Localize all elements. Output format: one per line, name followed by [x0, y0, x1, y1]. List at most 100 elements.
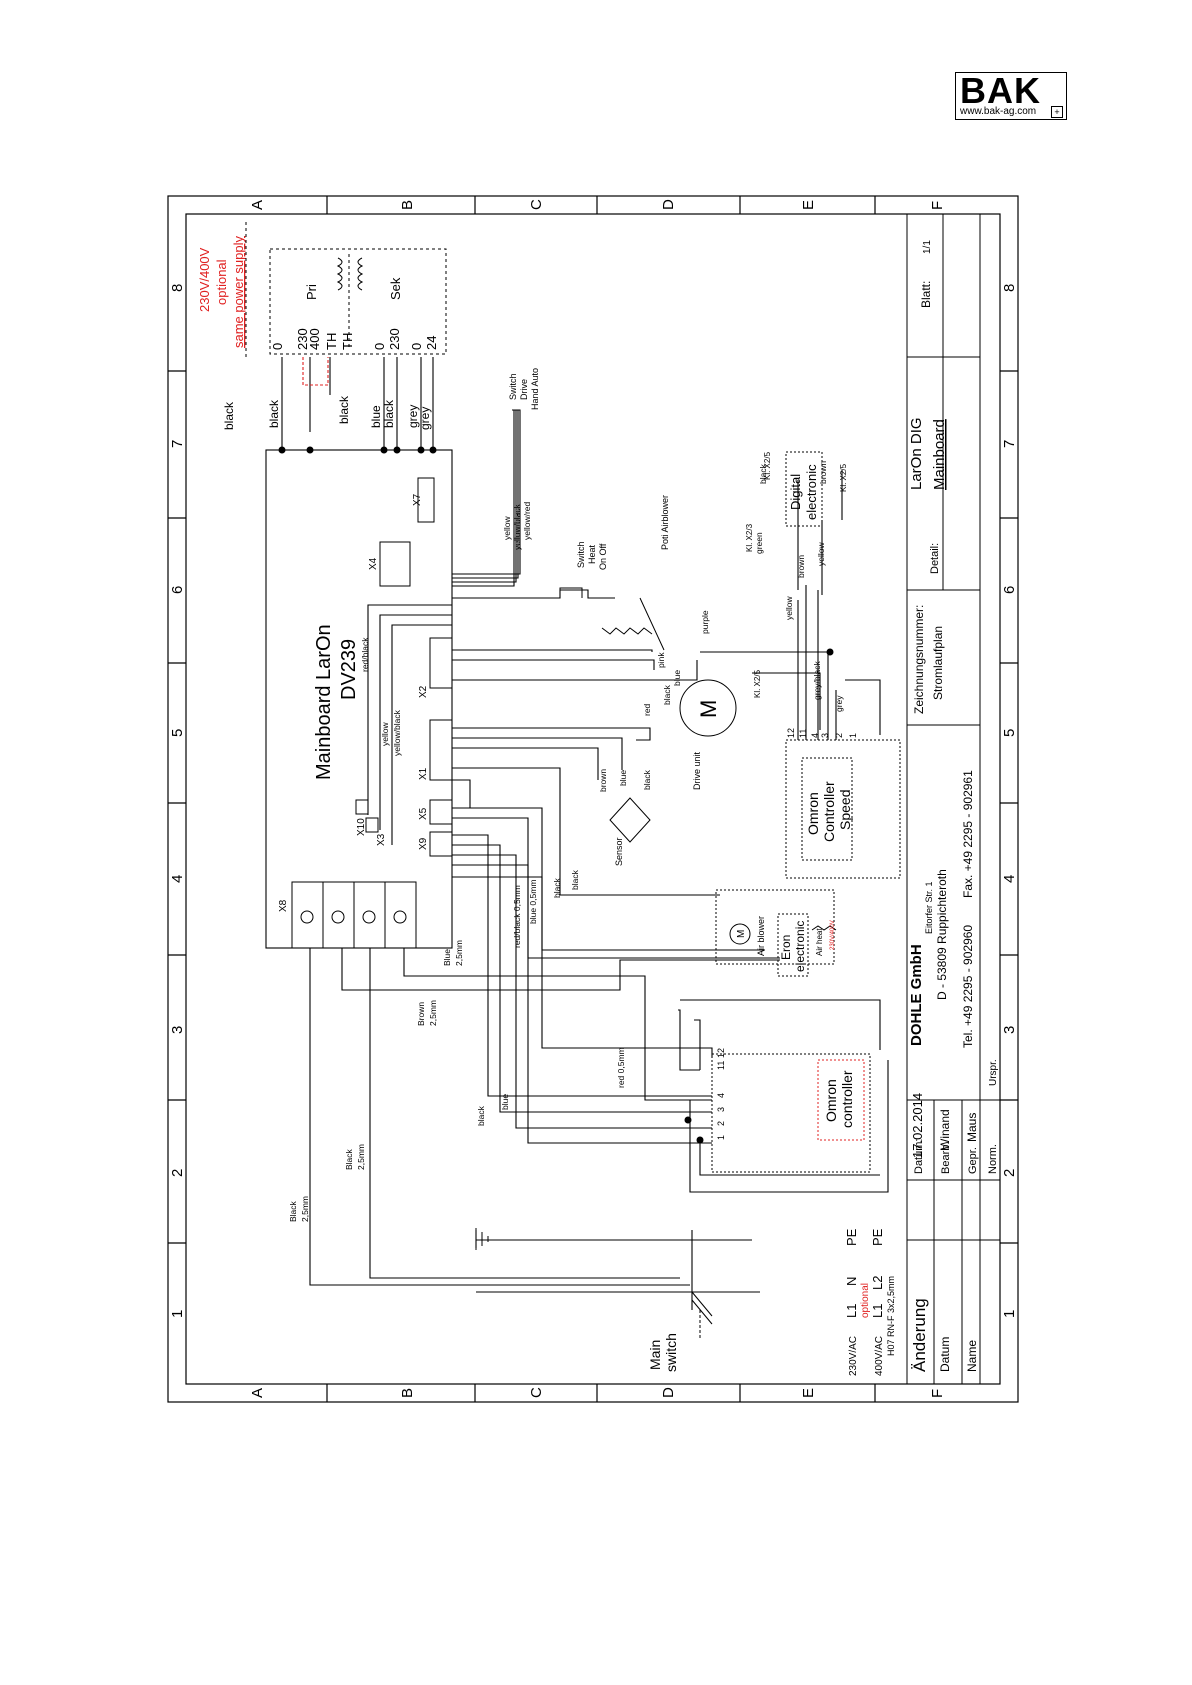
col-label-5-right: 5 — [1001, 729, 1018, 737]
wire-label-grey-1: grey — [406, 405, 420, 428]
col-label-5-left: 5 — [169, 729, 186, 737]
omron-controller-line1: Omron — [823, 1079, 839, 1122]
aenderung-label: Änderung — [910, 1298, 929, 1372]
digital-label-1: Digital — [788, 474, 803, 510]
wiring — [265, 357, 889, 1310]
air-heat-voltage: 230V/400V — [830, 920, 836, 950]
mainboard-model: DV239 — [338, 639, 360, 700]
supply-optional: optional — [860, 1283, 871, 1318]
omron-speed-line1: Omron — [805, 792, 821, 835]
row-label-b-top: B — [399, 200, 416, 210]
connector-x8: X8 — [278, 899, 289, 912]
connector-labels: X1 X2 X3 X4 X5 X7 X8 X9 X10 — [278, 493, 429, 912]
wire-label-brown-sensor: brown — [598, 769, 608, 792]
row-label-d-bottom: D — [660, 1387, 677, 1398]
wire-label-red-black-05: red/black 0,5mm — [512, 885, 522, 948]
wire-label-grey-black: grey/black — [812, 661, 822, 700]
air-blower-label: Air blower — [756, 916, 766, 956]
logo-url: www.bak-ag.com — [960, 106, 1037, 117]
wire-label-grey-speed: grey — [834, 695, 844, 712]
wire-label-black-sensor: black — [642, 769, 652, 790]
company-street: Eitorfer Str. 1 — [924, 881, 934, 934]
transformer-terminal-230a: 230 — [295, 328, 310, 350]
poti-label: Poti Airblower — [660, 495, 670, 550]
wire-label-red-black: red/black — [360, 637, 370, 672]
air-blower: M Air blower Eron electronic Air heat 23… — [715, 889, 837, 977]
col-label-2-right: 2 — [1001, 1169, 1018, 1177]
row-label-a-bottom: A — [249, 1388, 266, 1398]
row-label-a-top: A — [249, 200, 266, 210]
wire-label-black-25-c: Black — [288, 1200, 298, 1222]
row-label-f-bottom: F — [929, 1389, 946, 1398]
row-label-e-bottom: E — [800, 1388, 817, 1398]
supply-230vac: 230V/AC — [848, 1336, 859, 1376]
wire-label-blue-05: blue 0,5mm — [528, 880, 538, 924]
earth-symbol — [475, 1228, 489, 1250]
wire-label-black-ctrl: black — [476, 1105, 486, 1126]
transformer-terminal-400: 400 — [307, 328, 322, 350]
bak-logo: BAK www.bak-ag.com + — [955, 70, 1067, 120]
wire-label-yellow-black-x7: yellow/black — [512, 503, 522, 550]
main-switch-line2: switch — [663, 1333, 679, 1372]
bearb-value: Winand — [938, 1109, 952, 1150]
company-tel: Tel. +49 2295 - 902960 — [961, 925, 975, 1048]
wire-label-brown-dig: brown — [796, 555, 806, 578]
omron-speed-pin-3: 3 — [820, 733, 830, 738]
col-label-7-left: 7 — [169, 440, 186, 448]
eron-label-1: Eron — [779, 935, 793, 960]
switch-drive-line1: Switch — [508, 373, 518, 400]
detail-label: Detail: — [929, 543, 941, 574]
omron-speed-controller: Omron Controller Speed 12 11 4 3 2 1 — [785, 728, 901, 879]
transformer-terminal-th1: TH — [324, 333, 339, 350]
transformer-terminal-th2: TH — [340, 333, 355, 350]
supply-l1: L1 — [844, 1304, 859, 1318]
wire-label-black-b: black — [570, 869, 580, 890]
mainboard-title: Mainboard LarOn — [313, 624, 335, 780]
part-name: Mainboard — [931, 419, 948, 490]
wire-label-blue-25-b: 2,5mm — [454, 940, 464, 966]
col-label-1-right: 1 — [1001, 1310, 1018, 1318]
air-heat-label: Air heat — [815, 928, 824, 956]
omron-speed-pin-4: 4 — [810, 733, 820, 738]
omron-speed-pin-2: 2 — [834, 733, 844, 738]
switch-heat-line2: Heat — [587, 544, 597, 564]
main-switch-line1: Main — [647, 1340, 663, 1370]
supply-400vac: 400V/AC — [874, 1336, 885, 1376]
supply-pe2: PE — [870, 1228, 885, 1246]
switch-drive: Switch Drive Hand Auto — [508, 368, 540, 410]
wire-label-purple: purple — [700, 610, 710, 634]
wire-label-black-dig: black — [758, 463, 768, 484]
switch-heat-line3: On Off — [598, 543, 608, 570]
omron-ctrl-pin-11: 11 — [716, 1061, 726, 1070]
datum-label: Datum: — [913, 1139, 925, 1174]
grid-row-labels: A B C D E F A B C D E F — [249, 199, 946, 1398]
switch-drive-line3: Hand Auto — [530, 368, 540, 410]
supply-note-line2: optional — [214, 259, 229, 305]
transformer-terminal-0c: 0 — [409, 343, 424, 350]
row-label-f-top: F — [929, 201, 946, 210]
col-label-4-left: 4 — [169, 875, 186, 883]
wire-label-black-motor: black — [662, 684, 672, 705]
col-label-1-left: 1 — [169, 1310, 186, 1318]
gepr-label: Gepr. — [967, 1147, 979, 1174]
bearb-label: Bearb. — [940, 1142, 952, 1174]
supply-note-line1: 230V/400V — [197, 247, 212, 312]
wire-label-yellow-x7: yellow — [502, 516, 512, 540]
connector-x3: X3 — [376, 833, 387, 846]
drive-unit-label: Drive unit — [692, 751, 702, 790]
air-blower-motor-letter: M — [736, 930, 747, 938]
wire-label-black-a: black — [552, 877, 562, 898]
transformer-primary: Pri — [304, 284, 319, 300]
swiss-cross-icon: + — [1051, 106, 1063, 118]
blatt-label: Blatt: — [919, 281, 933, 308]
wire-label-blue-25-a: Blue — [442, 949, 452, 966]
kl-label-3: Kl. X2/5 — [839, 463, 848, 492]
transformer-terminal-0a: 0 — [270, 343, 285, 350]
wire-label-pink: pink — [656, 652, 666, 668]
row-label-c-bottom: C — [528, 1387, 545, 1398]
wire-label-blue-sensor: blue — [618, 770, 628, 786]
urspr-label: Urspr. — [988, 1059, 999, 1086]
transformer: Pri Sek 0 230 400 TH TH 0 230 0 24 — [269, 248, 447, 355]
logo-brand: BAK — [960, 70, 1041, 111]
